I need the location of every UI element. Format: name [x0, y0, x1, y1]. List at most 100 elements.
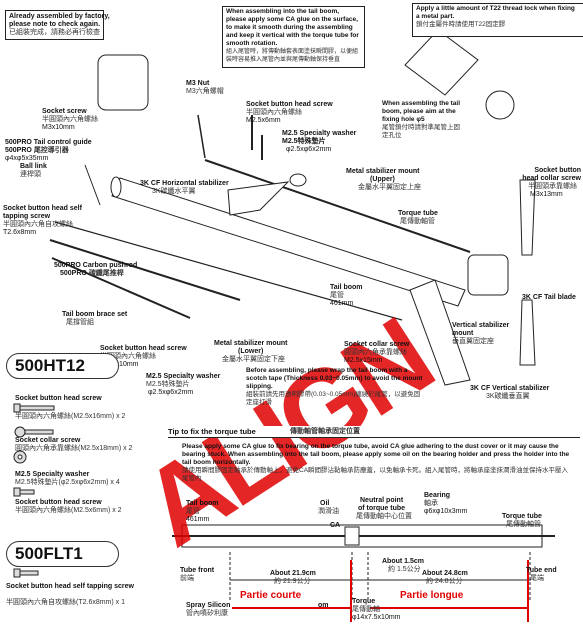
- diagram-tail-boom-cn: 尾管: [186, 508, 200, 515]
- label-boom-brace-cn: 尾撐管組: [66, 319, 94, 326]
- diagram-bearing: Bearing: [424, 492, 451, 499]
- label-socket-screw-cn: 半圓頭內六角螺絲: [42, 116, 98, 123]
- label-vstab-mount: Vertical stabilizer: [452, 322, 510, 329]
- label-carbon-pushrod: 500PRO Carbon pushrod: [54, 262, 138, 269]
- torque-tube: [204, 159, 471, 253]
- label-carbon-pushrod-2: 500PRO 碳纖尾推桿: [60, 270, 124, 277]
- boom-brace-lower: [51, 257, 191, 319]
- label-collar-screw-size: M2.5x15mm: [344, 357, 383, 364]
- label-washer-2-cn: M2.5特殊墊片: [146, 381, 190, 388]
- diagram-torque-bottom: Torque: [352, 598, 376, 605]
- diagram-oil-cn: 潤滑油: [318, 508, 339, 515]
- t22-note: Apply a little amount of T22 thread lock…: [412, 3, 583, 37]
- label-socket-screw: Socket screw: [42, 108, 87, 115]
- parts-title-flt1: 500FLT1: [6, 541, 119, 567]
- boom-end-detail: [404, 29, 479, 96]
- carbon-pushrod: [54, 221, 403, 321]
- label-washer-size: φ2.5xφ6x2mm: [286, 146, 332, 153]
- label-torque-tube-cn: 尾傳動軸管: [400, 218, 435, 225]
- label-tail-boom: Tail boom: [330, 284, 363, 291]
- label-boom-brace: Tail boom brace set: [62, 311, 128, 318]
- tail-blade-upper: [519, 179, 536, 256]
- label-horizontal-stabilizer: 3K CF Horizontal stabilizer: [140, 180, 229, 187]
- diagram-om: om: [318, 602, 329, 609]
- ca-glue-note: When assembling into the tail boom, plea…: [222, 6, 365, 68]
- label-sbh-left-size: M2.5x10mm: [100, 361, 139, 368]
- label-mount-upper: Metal stabilizer mount: [346, 168, 420, 175]
- label-mount-upper-cn: 金屬水平翼固定上座: [358, 184, 421, 191]
- label-washer-cn: M2.5特殊墊片: [282, 138, 326, 145]
- diagram-spray-cn: 管內噴矽利康: [186, 610, 228, 617]
- label-vstab-mount-2: mount: [452, 330, 474, 337]
- parts-ht12-p1: Socket button head screw: [15, 395, 102, 402]
- label-collar-screw: Socket collar screw: [344, 341, 410, 348]
- torque-tip-header: Tip to fix the torque tube 傳動軸管軸承固定位置: [168, 426, 580, 438]
- label-torque-tube: Torque tube: [398, 210, 438, 217]
- vertical-stabilizer: [409, 279, 471, 386]
- label-m3-nut: M3 Nut: [186, 80, 210, 87]
- diagram-tube-end-cn: 尾端: [530, 575, 544, 582]
- parts-ht12-p3: M2.5 Specialty washer: [15, 471, 90, 478]
- diagram-tail-boom: Tail boom: [186, 500, 219, 507]
- partie-courte-label: Partie courte: [240, 590, 302, 601]
- diagram-bearing-cn: 軸承: [424, 500, 438, 507]
- label-sbh-top: Socket button head screw: [246, 101, 333, 108]
- label-vstab: 3K CF Vertical stabilizer: [470, 385, 550, 392]
- label-socket-screw-size: M3x10mm: [42, 124, 75, 131]
- label-tail-blade: 3K CF Tail blade: [522, 294, 576, 301]
- parts-ht12-p4-cn: 半圓頭內六角螺絲(M2.5x6mm) x 2: [15, 507, 122, 514]
- label-ball-link-cn: 連桿頭: [20, 171, 41, 178]
- diagram-tube-front-cn: 前端: [180, 575, 194, 582]
- diagram-neutral-2: of torque tube: [358, 505, 406, 512]
- diagram-about-248-cn: 約 24.8公分: [426, 578, 463, 585]
- label-washer-2: M2.5 Specialty washer: [146, 373, 221, 380]
- magnifier-circle: [485, 90, 515, 120]
- label-mount-lower-2: (Lower): [238, 348, 264, 355]
- tape-note: Before assembling, please wrap the tail …: [246, 367, 423, 406]
- factory-note: Already assembled by factory, please not…: [5, 10, 110, 40]
- tail-blade-lower: [519, 299, 536, 366]
- torque-tip-text: Please apply some CA glue to fix bearing…: [182, 443, 570, 482]
- label-sbh-left: Socket button head screw: [100, 345, 187, 352]
- label-collar-screw-cn: 圓頭內六角承靠螺絲: [344, 349, 407, 356]
- label-collar-right: Socket button head collar screw: [522, 167, 581, 182]
- diagram-about-219-cn: 約 21.9公分: [274, 578, 311, 585]
- diagram-bearing: [344, 526, 360, 546]
- diagram-ca: CA: [330, 522, 341, 529]
- parts-ht12-p3-cn: M2.5特殊墊片(φ2.5xφ6x2mm) x 4: [15, 479, 120, 486]
- label-horizontal-stabilizer-cn: 3K碳纖水平翼: [152, 188, 196, 195]
- diagram-oil: Oil: [320, 500, 330, 507]
- tail-case: [97, 54, 149, 111]
- diagram-bearing-size: φ6xφ10x3mm: [424, 508, 468, 515]
- label-sbh-top-size: M2.5x6mm: [246, 117, 281, 124]
- label-mount-lower: Metal stabilizer mount: [214, 340, 288, 347]
- label-mount-upper-2: (Upper): [370, 176, 395, 183]
- diagram-torque-bottom-cn: 尾傳動軸: [352, 606, 380, 613]
- parts-ht12-p1-cn: 半圓頭內六角螺絲(M2.5x16mm) x 2: [15, 413, 126, 420]
- label-sbh-left-cn: 半圓頭內六角螺絲: [100, 353, 156, 360]
- label-tail-boom-cn: 尾管: [330, 292, 344, 299]
- label-tail-control-guide-2: 500PRO 尾控導引器: [5, 147, 69, 154]
- label-collar-right-cn: 半圓頭承靠螺絲: [528, 183, 577, 190]
- label-vstab-cn: 3K碳纖垂直翼: [486, 393, 530, 400]
- diagram-torque-tube: Torque tube: [502, 513, 542, 520]
- label-tail-control-guide: 500PRO Tail control guide: [5, 139, 92, 146]
- label-washer-2-size: φ2.5xφ6x2mm: [148, 389, 194, 396]
- label-mount-lower-cn: 金屬水平翼固定下座: [222, 356, 285, 363]
- partie-longue-label: Partie longue: [400, 590, 464, 601]
- label-ball-link: Ball link: [20, 163, 47, 170]
- diagram-neutral-cn: 尾傳動軸中心位置: [356, 513, 412, 520]
- parts-icons: [13, 403, 55, 578]
- label-tail-control-guide-size: φ4xφ5x35mm: [5, 155, 49, 162]
- label-collar-right-size: M3x13mm: [530, 191, 563, 198]
- diagram-tail-boom-size: 461mm: [186, 516, 210, 523]
- diagram-tube-end: Tube end: [526, 567, 557, 574]
- label-tail-boom-size: 461mm: [330, 300, 354, 307]
- horizontal-stabilizer: [227, 181, 290, 216]
- parts-flt1-p1: Socket button head self tapping screw: [6, 583, 134, 590]
- diagram-spray: Spray Silicon: [186, 602, 231, 609]
- label-sbh-top-cn: 半圓頭內六角螺絲: [246, 109, 302, 116]
- label-tapping-screw-cn: 半圓頭內六角自攻螺絲: [3, 221, 73, 228]
- label-vstab-mount-cn: 垂直翼固定座: [452, 338, 494, 345]
